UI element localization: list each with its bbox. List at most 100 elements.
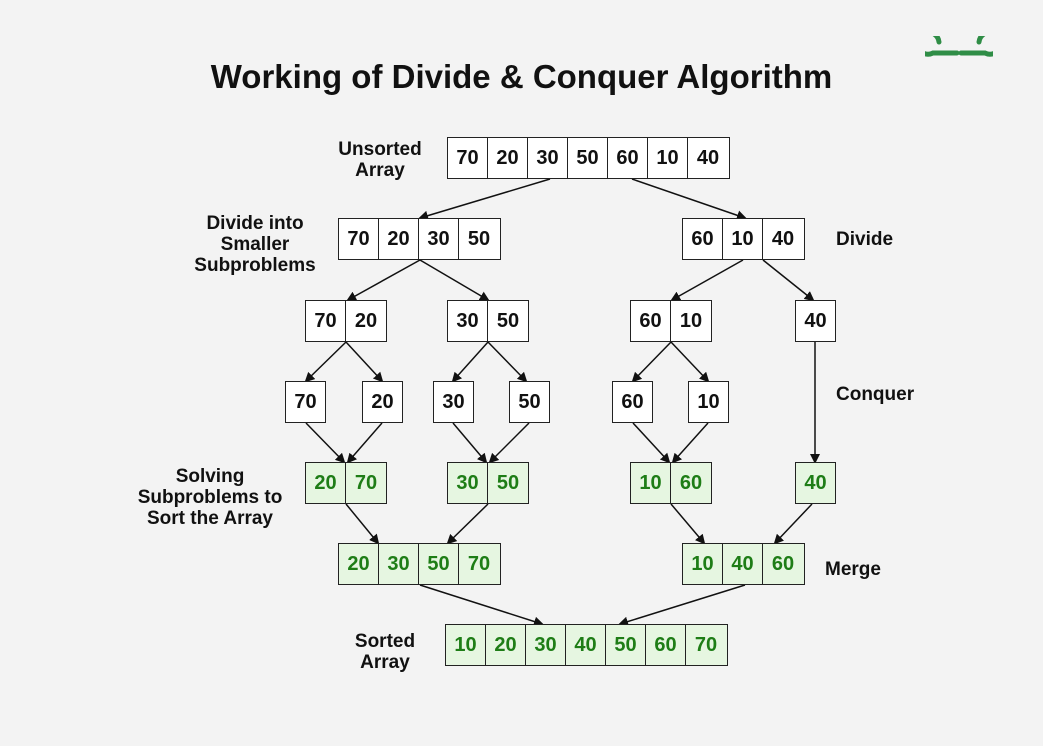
array-cell: 30	[448, 301, 488, 341]
array-split: 40	[795, 300, 836, 342]
array-cell: 30	[528, 138, 568, 178]
array-cell: 10	[648, 138, 688, 178]
array-cell: 70	[306, 301, 346, 341]
array-cell: 50	[568, 138, 608, 178]
arrow	[419, 584, 544, 627]
arrow	[419, 259, 490, 302]
array-cell: 40	[723, 544, 763, 584]
array-split: 70 20	[305, 300, 387, 342]
array-cell: 30	[442, 390, 465, 413]
array-cell: 20	[379, 219, 419, 259]
arrow	[488, 422, 530, 464]
arrow	[670, 503, 706, 545]
array-cell: 10	[697, 390, 720, 413]
arrow	[345, 341, 384, 383]
array-cell: 20	[486, 625, 526, 665]
array-cell: 50	[496, 309, 520, 332]
array-cell: 10	[679, 309, 703, 332]
array-solved: 30 50	[447, 462, 529, 504]
arrow	[451, 341, 489, 383]
array-cell: 70	[694, 633, 718, 656]
array-split: 60 10	[630, 300, 712, 342]
array-cell: 50	[467, 227, 491, 250]
array-cell: 70	[339, 219, 379, 259]
geeksforgeeks-logo-icon	[925, 36, 993, 57]
array-leaf: 50	[509, 381, 550, 423]
arrow	[346, 422, 383, 464]
array-cell: 60	[683, 219, 723, 259]
array-cell: 70	[467, 552, 491, 575]
array-cell: 20	[306, 463, 346, 503]
array-cell: 40	[771, 227, 795, 250]
array-cell: 60	[631, 301, 671, 341]
array-cell: 60	[646, 625, 686, 665]
arrow	[670, 341, 710, 383]
array-cell: 30	[419, 219, 459, 259]
arrow	[670, 259, 744, 301]
array-cell: 70	[448, 138, 488, 178]
array-cell: 20	[488, 138, 528, 178]
array-cell: 60	[771, 552, 795, 575]
array-cell: 20	[354, 309, 378, 332]
label-conquer: Conquer	[836, 384, 915, 405]
arrow	[452, 422, 488, 464]
array-cell: 30	[379, 544, 419, 584]
label-sorted-array: Sorted Array	[354, 631, 416, 673]
array-cell: 70	[294, 390, 317, 413]
array-cell: 50	[496, 471, 520, 494]
label-divide-subproblems: Divide into Smaller Subproblems	[194, 213, 316, 276]
array-leaf: 60	[612, 381, 653, 423]
array-leaf: 10	[688, 381, 729, 423]
array-cell: 10	[631, 463, 671, 503]
arrow	[346, 259, 421, 301]
arrow	[631, 178, 747, 221]
array-cell: 40	[696, 146, 720, 169]
arrow	[632, 422, 671, 464]
label-solving-subproblems: Solving Subproblems to Sort the Array	[137, 466, 283, 529]
array-solved: 40	[795, 462, 836, 504]
label-merge: Merge	[825, 559, 881, 580]
arrow	[671, 422, 709, 464]
arrow	[345, 503, 380, 545]
array-cell: 60	[679, 471, 703, 494]
array-cell: 40	[566, 625, 606, 665]
array-cell: 70	[354, 471, 378, 494]
array-split: 30 50	[447, 300, 529, 342]
array-cell: 60	[621, 390, 644, 413]
arrow	[762, 259, 815, 302]
arrow	[418, 178, 551, 221]
label-unsorted-array: Unsorted Array	[338, 139, 422, 181]
arrow	[773, 503, 813, 545]
array-cell: 10	[723, 219, 763, 259]
array-leaf: 70	[285, 381, 326, 423]
label-divide: Divide	[836, 229, 894, 250]
array-cell: 50	[419, 544, 459, 584]
arrow	[305, 422, 346, 464]
arrow	[446, 503, 489, 545]
arrow	[631, 341, 672, 383]
array-cell: 30	[448, 463, 488, 503]
array-cell: 60	[608, 138, 648, 178]
arrow	[487, 341, 528, 383]
array-cell: 10	[683, 544, 723, 584]
array-cell: 40	[804, 471, 827, 494]
array-cell: 40	[804, 309, 827, 332]
array-cell: 10	[446, 625, 486, 665]
array-solved: 10 60	[630, 462, 712, 504]
arrow	[618, 584, 746, 627]
array-cell: 20	[339, 544, 379, 584]
array-cell: 50	[606, 625, 646, 665]
arrow	[304, 341, 347, 383]
page-title: Working of Divide & Conquer Algorithm	[210, 58, 833, 95]
array-cell: 30	[526, 625, 566, 665]
array-cell: 50	[518, 390, 541, 413]
